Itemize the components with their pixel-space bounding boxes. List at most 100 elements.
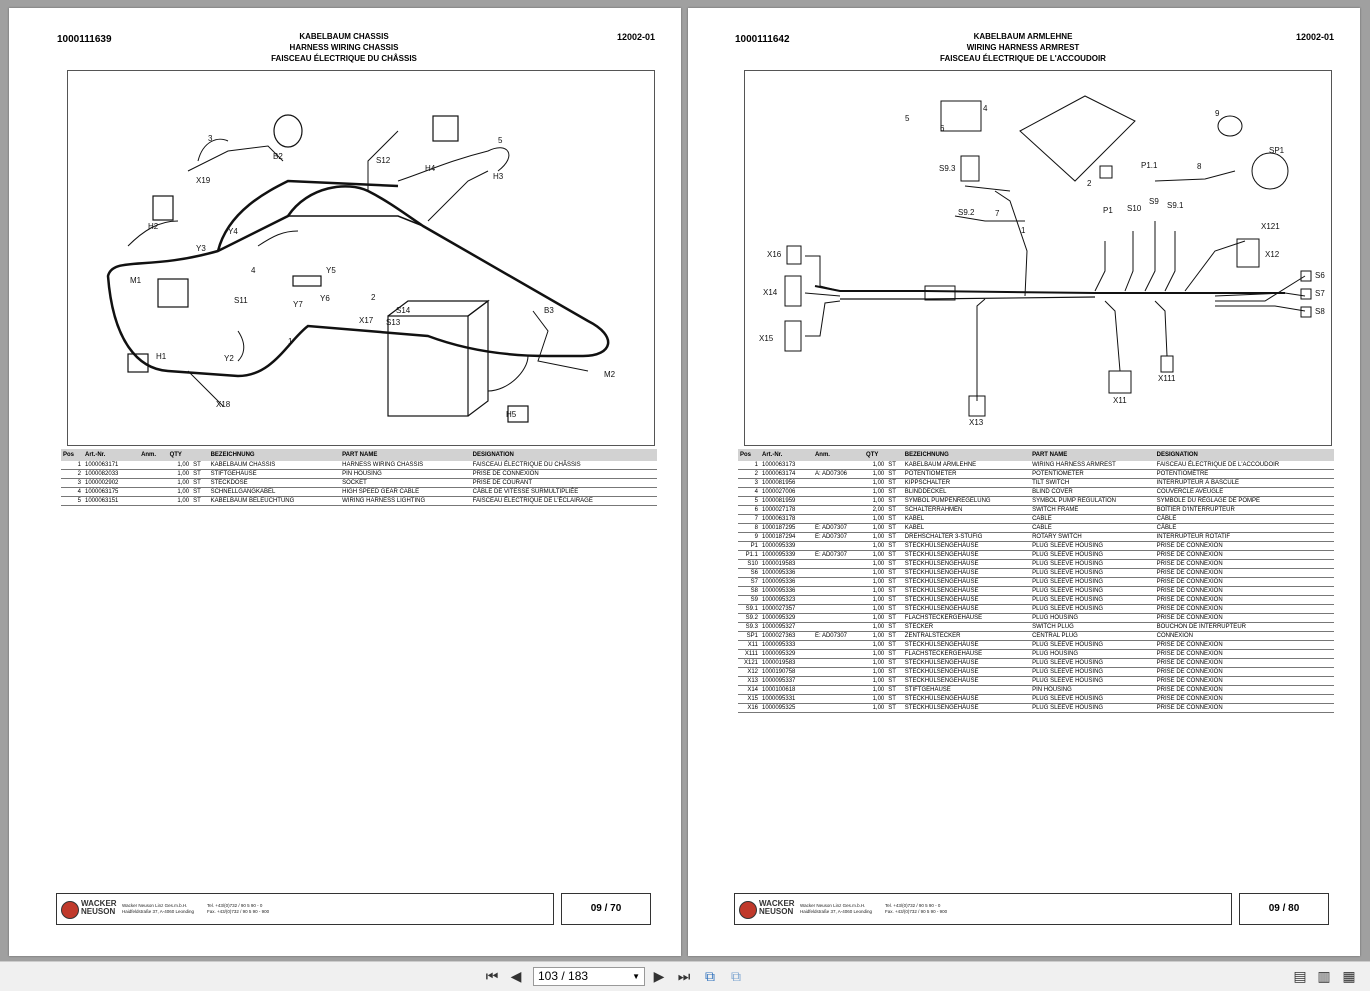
diagram-label: H3 xyxy=(493,172,504,181)
cell-qty: 1,00 xyxy=(864,461,887,470)
cell-pos: S9.3 xyxy=(738,622,760,632)
cell-art-nr: 1000063173 xyxy=(760,461,813,470)
diagram-label: 8 xyxy=(1197,162,1202,171)
col-designation: DESIGNATION xyxy=(470,449,657,461)
cell-bezeichnung: POTENTIOMETER xyxy=(902,469,1031,479)
cell-pos: P1.1 xyxy=(738,550,760,560)
cell-art-nr: 1000095336 xyxy=(760,586,813,596)
cell-bezeichnung: STECKHÜLSENGEHÄUSE xyxy=(902,703,1031,713)
cell-anm xyxy=(812,541,865,551)
cell-designation: PRISE DE CONNEXION xyxy=(1154,568,1334,578)
cell-part-name: WIRING HARNESS ARMREST xyxy=(1030,461,1155,470)
cell-qty: 1,00 xyxy=(864,532,887,542)
cell-art-nr: 1000095337 xyxy=(760,676,813,686)
parts-table: Pos Art.-Nr. Anm. QTY BEZEICHNUNG PART N… xyxy=(738,449,1334,713)
document-page-right: 1000111642 KABELBAUM ARMLEHNE WIRING HAR… xyxy=(688,8,1360,956)
cell-qty: 1,00 xyxy=(864,577,887,587)
cell-part-name: PLUG SLEEVE HOUSING xyxy=(1030,658,1155,668)
cell-designation: PRISE DE CONNEXION xyxy=(470,469,657,479)
cell-designation: PRISE DE CONNEXION xyxy=(1154,658,1334,668)
page-indicator: 103 / 183 xyxy=(538,969,589,983)
last-page-icon[interactable]: ⏭ xyxy=(677,968,691,984)
diagram-label: X13 xyxy=(969,418,984,427)
facing-page-view-icon[interactable]: ▥ xyxy=(1317,968,1331,984)
cell-anm: E: AD07307 xyxy=(812,523,865,533)
logo-line: NEUSON xyxy=(759,907,794,916)
diagram-label: 4 xyxy=(983,104,988,113)
cell-designation: FAISCEAU ÉLECTRIQUE DU CHÂSSIS xyxy=(470,461,657,470)
cell-qty: 1,00 xyxy=(864,631,887,641)
cell-anm xyxy=(812,514,865,524)
rotate-icon[interactable]: ⧉ xyxy=(705,968,715,984)
single-page-view-icon[interactable]: ▤ xyxy=(1293,968,1307,984)
cell-unit: ST xyxy=(886,496,903,506)
cell-designation: CÂBLE DE VITESSE SURMULTIPLIÉE xyxy=(470,487,657,497)
cell-art-nr: 1000019583 xyxy=(760,559,813,569)
cell-art-nr: 1000187294 xyxy=(760,532,813,542)
cell-art-nr: 1000187295 xyxy=(760,523,813,533)
cell-part-name: PLUG SLEEVE HOUSING xyxy=(1030,667,1155,677)
wacker-neuson-logo-icon xyxy=(61,901,79,919)
cell-part-name: SWITCH FRAME xyxy=(1030,505,1155,515)
cell-designation: CÂBLE xyxy=(1154,514,1334,524)
continuous-view-icon[interactable]: ▦ xyxy=(1342,968,1356,984)
cell-designation: PRISE DE CONNEXION xyxy=(1154,613,1334,623)
copy-icon[interactable]: ⧉ xyxy=(731,968,741,984)
cell-anm xyxy=(812,577,865,587)
diagram-label: X16 xyxy=(767,250,782,259)
cell-pos: S9 xyxy=(738,595,760,605)
cell-anm xyxy=(812,568,865,578)
cell-anm xyxy=(812,586,865,596)
cell-qty: 1,00 xyxy=(167,487,192,497)
cell-art-nr: 1000095339 xyxy=(760,541,813,551)
diagram-label: 1 xyxy=(1021,226,1026,235)
cell-designation: FAISCEAU ÉLECTRIQUE DE L'ACCOUDOIR xyxy=(1154,461,1334,470)
cell-anm xyxy=(812,487,865,497)
cell-anm xyxy=(812,559,865,569)
cell-pos: X14 xyxy=(738,685,760,695)
drawing-number: 1000111642 xyxy=(735,34,790,45)
cell-pos: S9.1 xyxy=(738,604,760,614)
cell-unit: ST xyxy=(191,496,209,506)
cell-pos: S8 xyxy=(738,586,760,596)
first-page-icon[interactable]: ⏮ xyxy=(485,968,499,984)
cell-art-nr: 1000095329 xyxy=(760,613,813,623)
col-anm: Anm. xyxy=(812,449,865,461)
prev-page-icon[interactable]: ◀ xyxy=(510,968,522,984)
cell-part-name: PLUG SLEEVE HOUSING xyxy=(1030,595,1155,605)
cell-bezeichnung: ZENTRALSTECKER xyxy=(902,631,1031,641)
cell-qty: 1,00 xyxy=(864,469,887,479)
parts-table-header: Pos Art.-Nr. Anm. QTY BEZEICHNUNG PART N… xyxy=(61,449,657,461)
page-selector[interactable]: 103 / 183 ▼ xyxy=(533,967,645,986)
diagram-label: X14 xyxy=(763,288,778,297)
diagram-label: 1 xyxy=(288,337,293,346)
cell-bezeichnung: STECKHÜLSENGEHÄUSE xyxy=(902,604,1031,614)
cell-unit: ST xyxy=(886,613,903,623)
cell-unit: ST xyxy=(886,676,903,686)
diagram-label: X11 xyxy=(1113,396,1127,405)
cell-pos: X13 xyxy=(738,676,760,686)
cell-unit: ST xyxy=(886,649,903,659)
cell-bezeichnung: BLINDDECKEL xyxy=(902,487,1031,497)
cell-anm xyxy=(139,469,168,479)
cell-unit: ST xyxy=(886,622,903,632)
diagram-label: S11 xyxy=(234,296,248,305)
cell-designation: PRISE DE CONNEXION xyxy=(1154,703,1334,713)
diagram-label: M1 xyxy=(130,276,142,285)
next-page-icon[interactable]: ▶ xyxy=(653,968,665,984)
cell-part-name: PIN HOUSING xyxy=(340,469,471,479)
footer: WACKER NEUSON Wacker Neuson Linz Ges.m.b… xyxy=(56,893,554,925)
page-number-box: 09 / 80 xyxy=(1239,893,1329,925)
cell-pos: 2 xyxy=(61,469,83,479)
phone-line: Fax. +43/(0)732 / 90 5 90 - 900 xyxy=(885,909,948,914)
cell-anm xyxy=(812,604,865,614)
cell-part-name: PLUG SLEEVE HOUSING xyxy=(1030,676,1155,686)
cell-art-nr: 1000063175 xyxy=(83,487,140,497)
cell-bezeichnung: STIFTGEHÄUSE xyxy=(902,685,1031,695)
cell-bezeichnung: STECKHÜLSENGEHÄUSE xyxy=(902,586,1031,596)
